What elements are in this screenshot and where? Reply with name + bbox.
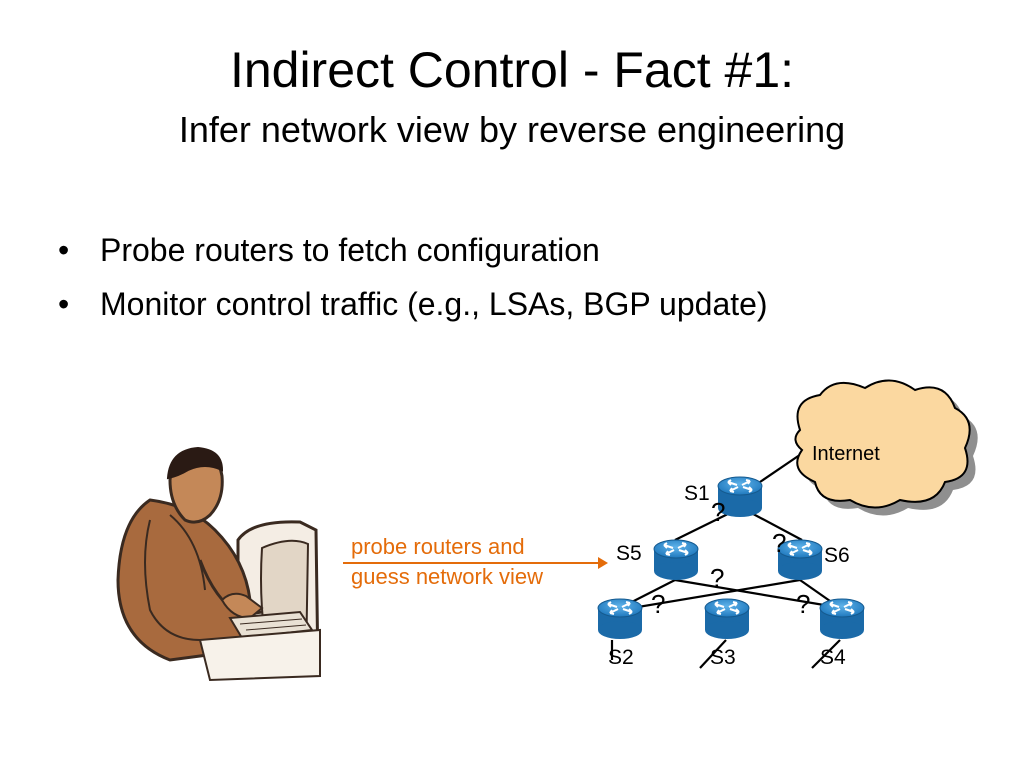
router-s6-label: S6: [824, 544, 850, 567]
router-s5-icon: [653, 539, 699, 581]
link-s4-stub: [811, 639, 841, 669]
bullet-list: • Probe routers to fetch configuration •…: [58, 226, 768, 334]
bullet-item: • Probe routers to fetch configuration: [58, 226, 768, 280]
unknown-link-marker: ?: [711, 497, 726, 527]
unknown-link-marker: ?: [710, 563, 725, 593]
router-s5-label: S5: [616, 542, 642, 565]
router-s4-label: S4: [820, 646, 846, 669]
router-s3-label: S3: [710, 646, 736, 669]
router-s2-label: S2: [608, 646, 634, 669]
unknown-link-marker: ?: [796, 589, 811, 619]
bullet-text: Probe routers to fetch configuration: [100, 232, 600, 268]
router-s2-icon: [597, 598, 643, 640]
unknown-link-marker: ?: [772, 528, 787, 558]
link-s5-s4: [674, 578, 843, 610]
internet-label: Internet: [812, 443, 880, 465]
link-s6-s2: [619, 578, 801, 612]
router-s4-icon: [819, 598, 865, 640]
slide-subtitle: Infer network view by reverse engineerin…: [178, 109, 846, 150]
probe-label: probe routers and guess network view: [351, 532, 543, 592]
bullet-dot: •: [58, 286, 70, 322]
unknown-link-marker: ?: [651, 589, 666, 619]
probe-label-line-1: probe routers and: [351, 534, 525, 559]
bullet-item: • Monitor control traffic (e.g., LSAs, B…: [58, 280, 768, 334]
probe-label-line-2: guess network view: [351, 564, 543, 589]
person-at-computer-illustration: [116, 446, 321, 682]
link-s3-stub: [699, 639, 727, 669]
router-s3-icon: [704, 598, 750, 640]
router-s1-label: S1: [684, 482, 710, 505]
slide-title: Indirect Control - Fact #1:: [229, 42, 795, 98]
bullet-dot: •: [58, 232, 70, 268]
probe-arrow: [343, 557, 608, 569]
bullet-text: Monitor control traffic (e.g., LSAs, BGP…: [100, 286, 768, 322]
internet-cloud: [794, 379, 978, 516]
